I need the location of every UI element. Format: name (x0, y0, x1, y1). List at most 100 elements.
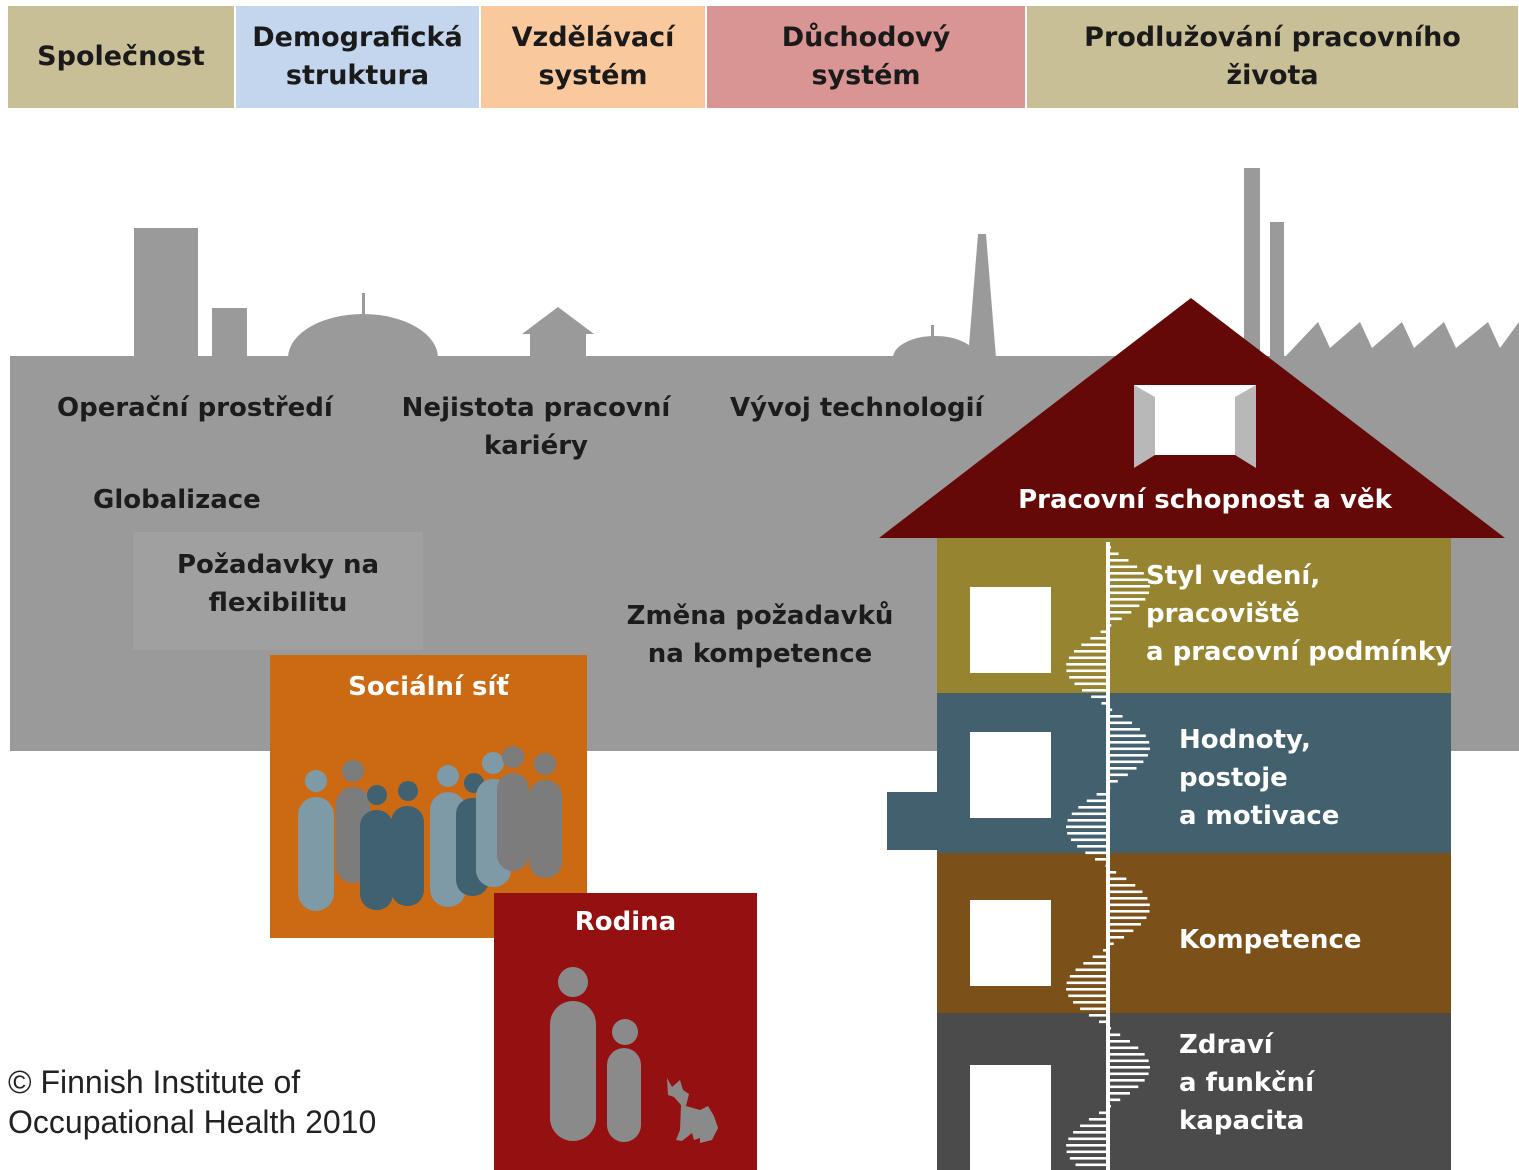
wave-line (1081, 643, 1108, 647)
wave-line (1108, 903, 1150, 907)
wave-line (1068, 656, 1108, 660)
label-work-ability-age: Pracovní schopnost a věk (1018, 485, 1392, 515)
wave-line (1070, 838, 1108, 842)
wave-line (1108, 942, 1114, 946)
header-education: Vzdělávací systém (481, 6, 705, 108)
label-family: Rodina (574, 907, 677, 937)
label-competence-demand-change: Změna požadavků na kompetence (626, 601, 894, 669)
wave-line (1105, 864, 1109, 868)
wave-line (1108, 871, 1117, 874)
label-floor-leadership: Styl vedení, pracoviště a pracovní podmí… (1146, 561, 1453, 667)
wave-line (1108, 1079, 1145, 1082)
factory-stack-2 (1270, 222, 1284, 360)
wave-line (1108, 890, 1143, 894)
wave-line (1067, 832, 1108, 835)
wave-line (1100, 630, 1108, 634)
wave-line (1108, 598, 1146, 601)
roof-window-icon (1155, 397, 1235, 455)
header-demographic: Demografická struktura (236, 6, 479, 108)
wave-line (1069, 975, 1108, 978)
wave-line (1073, 1001, 1108, 1004)
label-technology-development: Vývoj technologií (730, 393, 984, 423)
wave-line (1108, 611, 1132, 614)
age-wave-lines (1066, 542, 1150, 1170)
wave-line (1073, 1131, 1108, 1134)
wave-line (1108, 916, 1147, 920)
label-social-network: Sociální síť (348, 672, 509, 702)
temple-roof (522, 307, 594, 334)
wave-line (1066, 825, 1108, 829)
window-3 (970, 900, 1051, 986)
wave-line (1108, 708, 1113, 712)
wave-line (1108, 578, 1149, 582)
wave-line (1108, 552, 1119, 556)
wave-line (1098, 1111, 1108, 1115)
dome-building (288, 314, 438, 358)
wave-line (1098, 1020, 1108, 1024)
wave-line (1108, 1027, 1111, 1030)
header-extending-working-life: Prodlužování pracovního života (1027, 6, 1518, 108)
label-globalization: Globalizace (93, 485, 261, 515)
wave-line (1066, 663, 1108, 666)
header-pension: Důchodový systém (707, 6, 1025, 108)
tall-chimney (968, 234, 996, 358)
label-floor-health: Zdraví a funkční kapacita (1179, 1030, 1315, 1136)
wave-line (1074, 650, 1108, 653)
wave-line (1108, 877, 1127, 881)
copyright-notice: © Finnish Institute of Occupational Heal… (8, 1064, 377, 1140)
wave-line (1080, 1007, 1108, 1011)
house (879, 298, 1505, 1170)
wave-line (1108, 546, 1111, 549)
wave-line (1108, 721, 1133, 725)
wave-line (1108, 617, 1122, 621)
wave-line (1066, 981, 1108, 985)
wave-line (1095, 858, 1108, 861)
wave-line (1067, 819, 1108, 822)
wave-line (1108, 585, 1150, 588)
wave-line (1108, 559, 1129, 562)
wave-line (1108, 734, 1146, 738)
balcony (887, 792, 939, 850)
people-group-icon (298, 746, 562, 911)
wave-line (1108, 591, 1150, 595)
wave-line (1108, 936, 1125, 939)
wave-line (1091, 695, 1108, 699)
wave-line (1108, 1059, 1149, 1063)
label-flexibility-demands: Požadavky na flexibilitu (176, 550, 380, 618)
wave-line (1108, 1033, 1121, 1037)
wave-line (1088, 1014, 1108, 1017)
wave-line (1066, 1144, 1108, 1147)
wave-line (1086, 799, 1108, 803)
wave-line (1108, 565, 1138, 569)
wave-line (1108, 923, 1141, 926)
dog-icon (667, 1078, 718, 1143)
wave-line (1096, 793, 1108, 796)
wave-line (1108, 715, 1123, 718)
factory-stack-1 (1244, 168, 1260, 360)
wave-line (1108, 1053, 1145, 1056)
wave-line (1108, 910, 1150, 913)
label-career-uncertainty: Nejistota pracovní kariéry (401, 393, 671, 461)
header-spolecnost: Společnost (8, 6, 234, 108)
label-floor-competence: Kompetence (1179, 925, 1362, 955)
wave-line (1108, 1046, 1139, 1050)
small-dome (893, 336, 977, 358)
wave-line (1108, 1085, 1139, 1089)
wave-line (1108, 741, 1150, 744)
wave-line (1068, 1137, 1108, 1141)
wave-line (1108, 572, 1144, 575)
wave-line (1108, 760, 1144, 764)
wave-line (1108, 1040, 1130, 1043)
wave-line (1075, 1163, 1108, 1167)
chimney-small (212, 308, 247, 358)
sawtooth-roof (1284, 322, 1519, 358)
window-4 (970, 1065, 1051, 1170)
wave-line (1108, 773, 1128, 777)
chimney-left (134, 228, 198, 358)
wave-line (1103, 949, 1108, 952)
wave-line (1078, 806, 1108, 809)
window-2 (970, 732, 1051, 818)
wave-line (1108, 1072, 1149, 1076)
wave-line (1069, 1157, 1108, 1160)
